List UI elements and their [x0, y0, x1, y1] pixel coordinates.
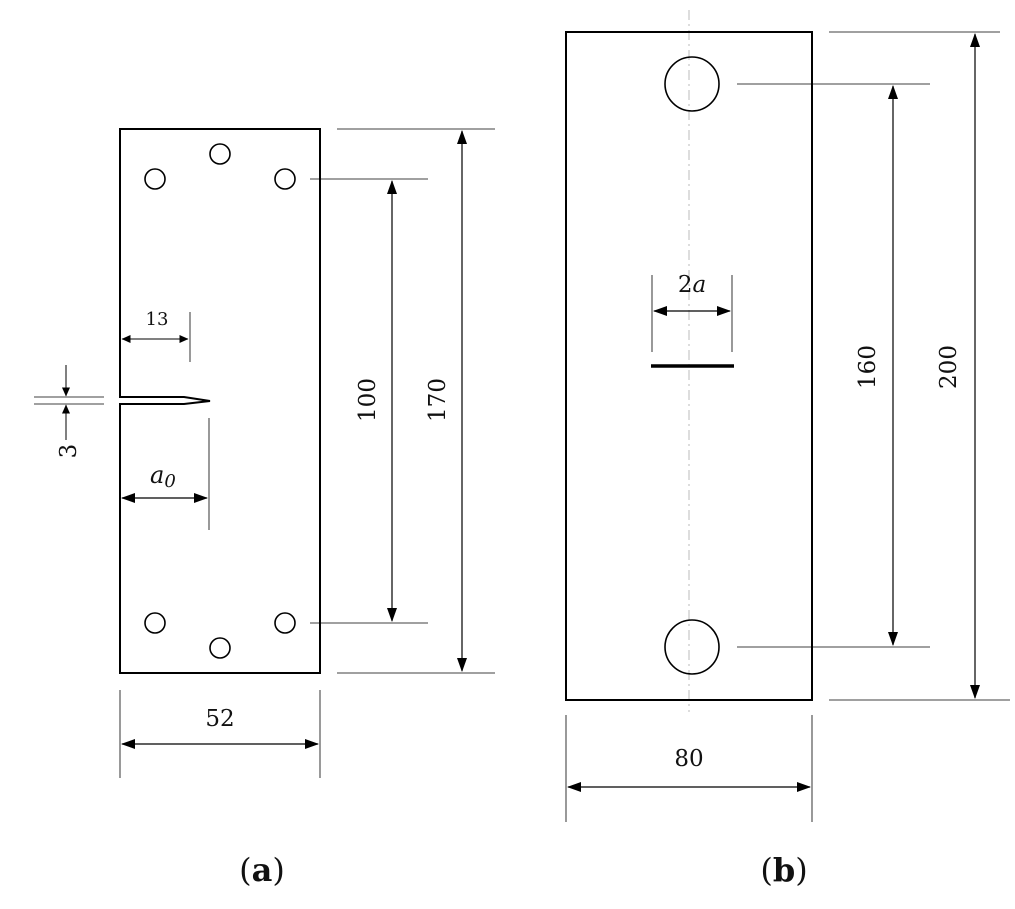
dim-a-width-label: 52 [205, 706, 234, 732]
dim-a-notch-width-label: 3 [56, 444, 82, 459]
hole-a-top-center [209, 143, 231, 165]
specimen-a-outline [119, 128, 321, 674]
hole-a-bottom-right [274, 612, 296, 634]
specimen-b-outline [565, 31, 813, 701]
hole-b-bottom [664, 619, 720, 675]
caption-b: (b) [760, 851, 807, 889]
dim-a-hole-spacing-label: 100 [355, 378, 381, 422]
dim-a-height-label: 170 [425, 378, 451, 422]
specimen-b: 80 160 200 2a [565, 10, 1010, 822]
extension-lines-a [34, 128, 495, 778]
extension-lines-b [565, 31, 1010, 822]
dim-b-height-label: 200 [936, 345, 962, 389]
hole-a-top-left [144, 168, 166, 190]
dim-b-crack-label: 2a [678, 272, 706, 298]
caption-a: (a) [239, 851, 285, 889]
hole-a-bottom-center [209, 637, 231, 659]
hole-b-top [664, 56, 720, 112]
hole-a-top-right [274, 168, 296, 190]
specimen-a: 52 13 3 100 170 a0 [34, 128, 495, 778]
dim-b-width-label: 80 [674, 746, 703, 772]
dim-a-notch-offset-label: 13 [146, 309, 169, 330]
dim-b-hole-spacing-label: 160 [855, 345, 881, 389]
dim-a-crack-label: a0 [150, 461, 176, 492]
hole-a-bottom-left [144, 612, 166, 634]
